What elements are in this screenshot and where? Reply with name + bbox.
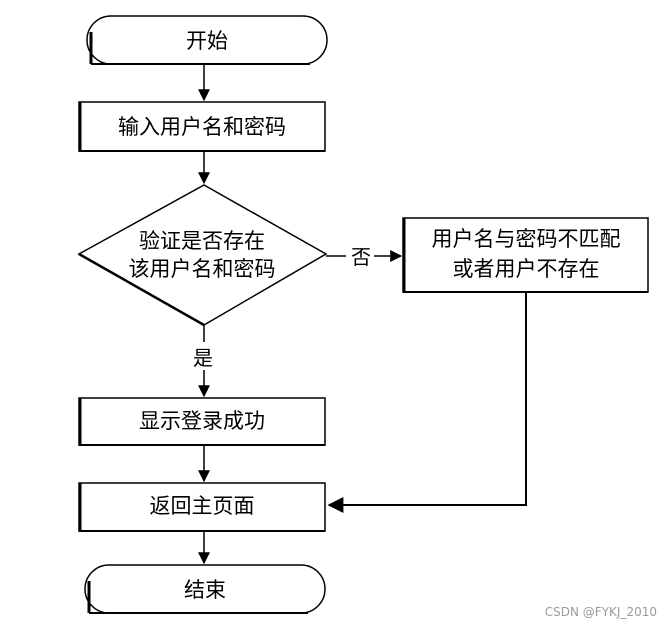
- watermark-text: CSDN @FYKJ_2010: [545, 605, 657, 619]
- end-node-label: 结束: [184, 578, 226, 602]
- input-node: 输入用户名和密码: [78, 101, 326, 152]
- input-node-label: 输入用户名和密码: [118, 115, 286, 139]
- return-home-node: 返回主页面: [78, 482, 326, 532]
- decision-node-line1: 验证是否存在: [139, 229, 265, 253]
- edge-label-no: 否: [351, 245, 371, 269]
- return-home-node-label: 返回主页面: [150, 494, 255, 518]
- success-node: 显示登录成功: [78, 397, 326, 446]
- error-node: 用户名与密码不匹配 或者用户不存在: [402, 217, 649, 293]
- edge-label-yes: 是: [193, 346, 213, 370]
- start-node: 开始: [86, 15, 328, 65]
- decision-node: 验证是否存在 该用户名和密码: [77, 184, 328, 327]
- error-node-line2: 或者用户不存在: [453, 257, 600, 281]
- error-node-line1: 用户名与密码不匹配: [432, 227, 621, 251]
- start-node-label: 开始: [186, 29, 228, 53]
- end-node: 结束: [84, 564, 326, 614]
- success-node-label: 显示登录成功: [139, 409, 265, 433]
- decision-node-line2: 该用户名和密码: [129, 257, 276, 281]
- edge-error-to-return: [327, 292, 527, 513]
